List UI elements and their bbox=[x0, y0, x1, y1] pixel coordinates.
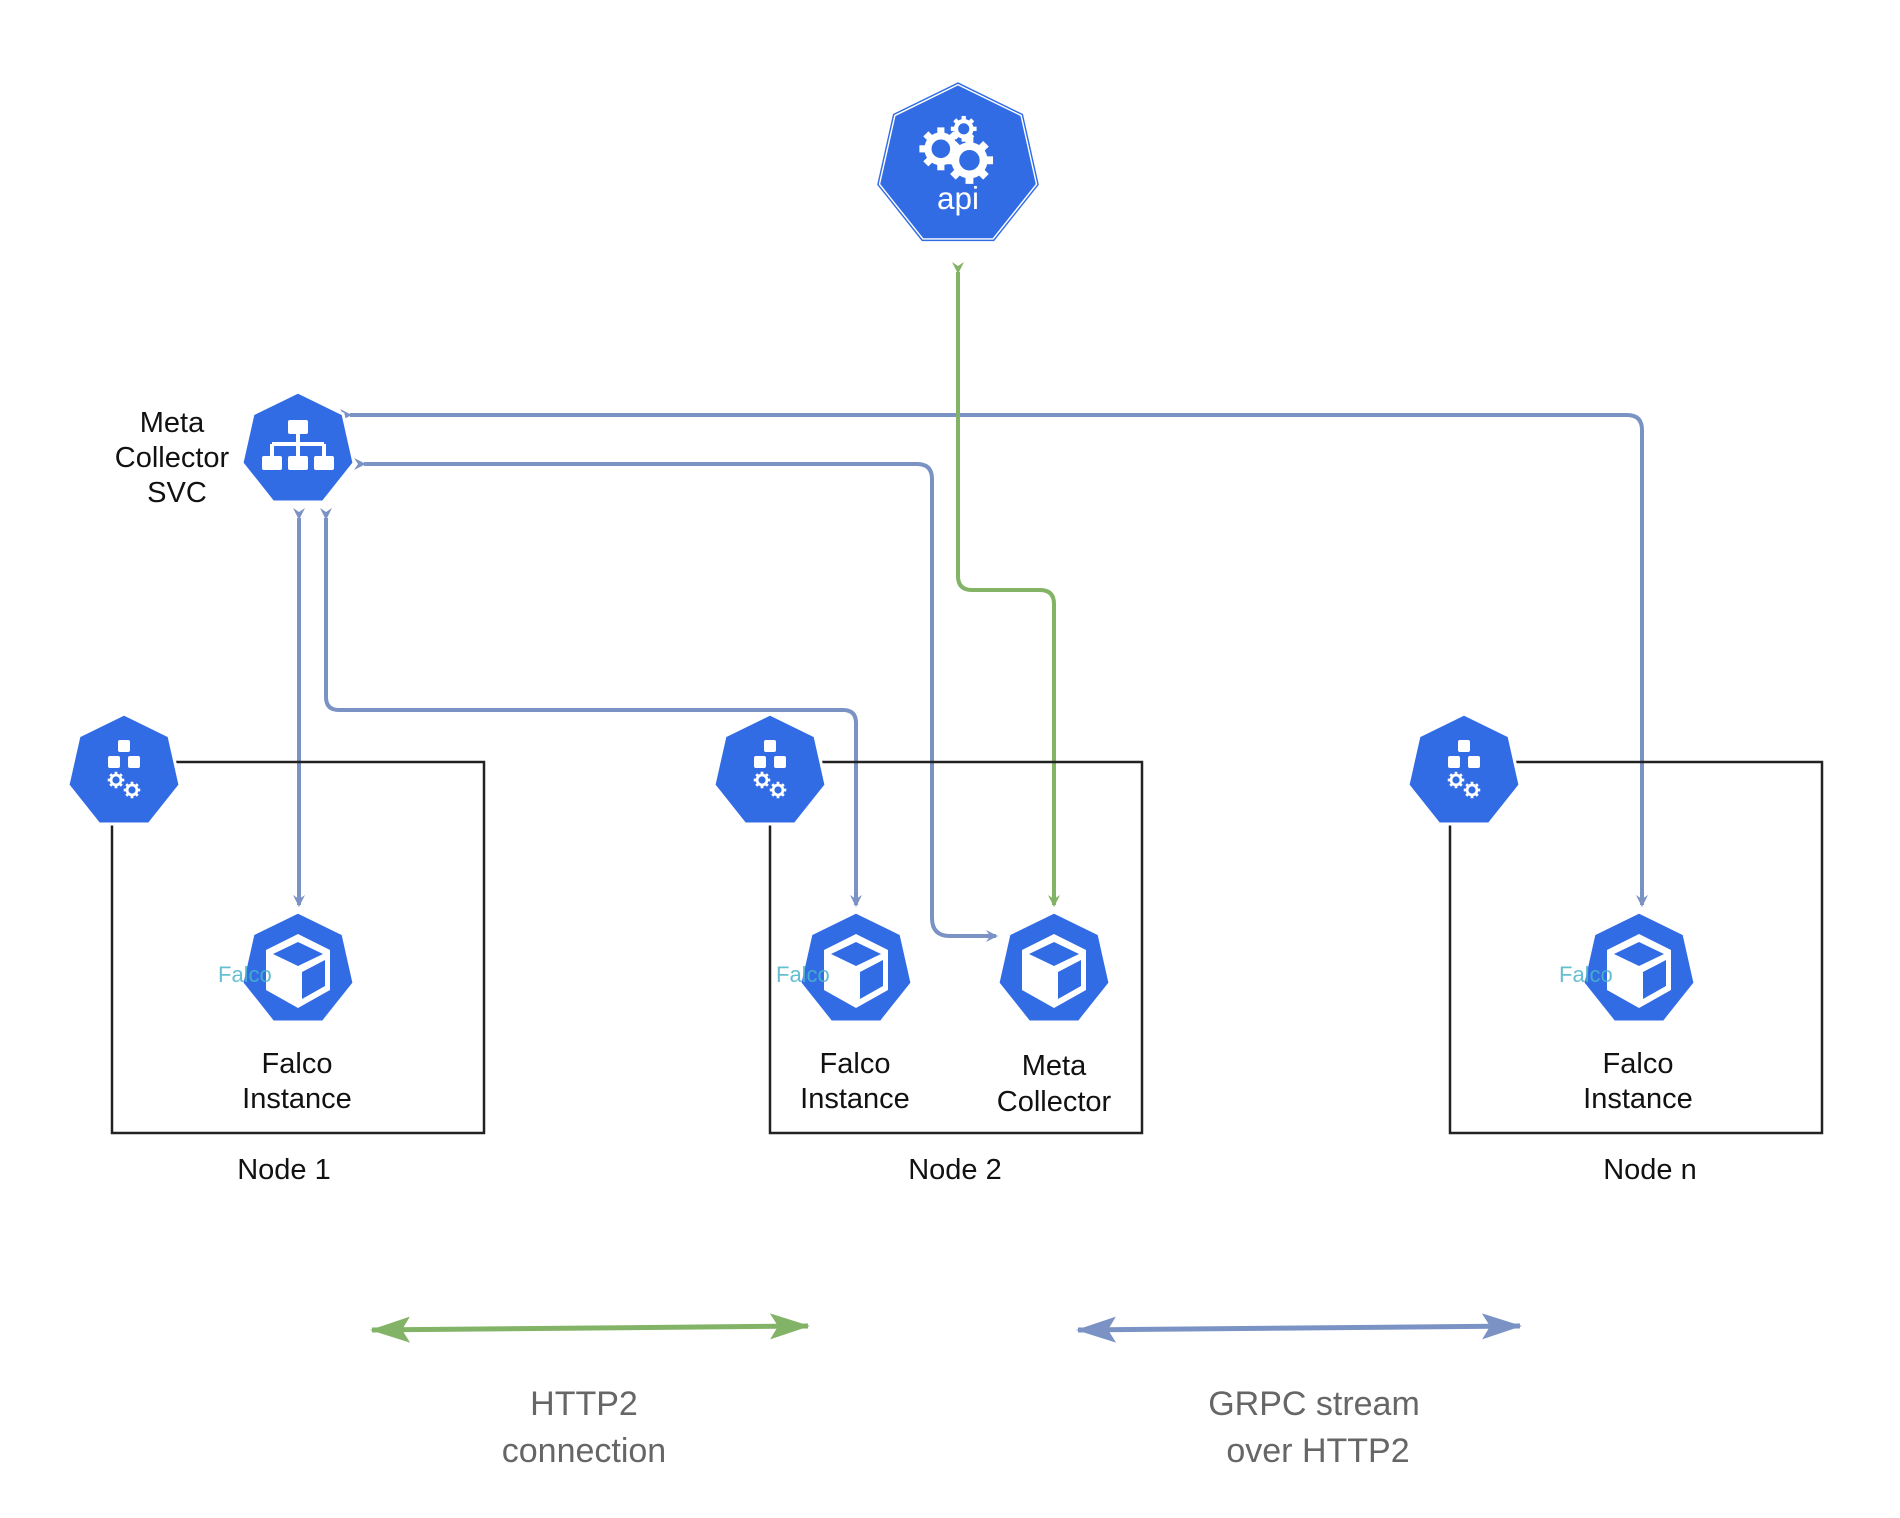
instance-label-line1: Falco bbox=[262, 1048, 333, 1080]
falco-instance: Falco Falco Instance bbox=[1559, 910, 1697, 1115]
grpc-link-node2-falco bbox=[320, 508, 862, 907]
instance-label-line1: Falco bbox=[1603, 1048, 1674, 1080]
legend-grpc-line1: GRPC stream bbox=[1208, 1385, 1420, 1423]
legend-http2-line1: HTTP2 bbox=[530, 1385, 638, 1423]
falco-badge: Falco bbox=[218, 962, 272, 987]
node-icon bbox=[66, 712, 182, 826]
legend: HTTP2 connection GRPC stream over HTTP2 bbox=[370, 1313, 1522, 1470]
grpc-link-noden bbox=[340, 409, 1648, 907]
node-label: Node n bbox=[1603, 1154, 1697, 1186]
meta-collector-svc: Meta Collector SVC bbox=[115, 390, 356, 509]
node-box bbox=[110, 760, 486, 1135]
instance-label-line1: Falco bbox=[820, 1048, 891, 1080]
svc-label-line1: Meta bbox=[140, 407, 205, 439]
node-icon bbox=[712, 712, 828, 826]
legend-http2-arrow bbox=[370, 1313, 810, 1343]
connectors bbox=[293, 262, 1648, 942]
instance-label-line2: Instance bbox=[242, 1083, 352, 1115]
node-icon bbox=[1406, 712, 1522, 826]
http2-link-api bbox=[952, 262, 1060, 907]
node-2: Falco Falco Instance Meta Collector Node… bbox=[712, 712, 1144, 1186]
node-box bbox=[1448, 760, 1824, 1135]
node-n: Falco Falco Instance Node n bbox=[1406, 712, 1824, 1186]
service-icon bbox=[262, 420, 334, 470]
node-box bbox=[768, 760, 1144, 1135]
api-label: api bbox=[937, 181, 979, 216]
legend-grpc: GRPC stream over HTTP2 bbox=[1076, 1313, 1522, 1470]
meta-collector: Meta Collector bbox=[996, 910, 1112, 1118]
node-label: Node 2 bbox=[908, 1154, 1002, 1186]
collector-label-line2: Collector bbox=[997, 1086, 1112, 1118]
legend-grpc-line2: over HTTP2 bbox=[1226, 1432, 1409, 1470]
instance-label-line2: Instance bbox=[1583, 1083, 1693, 1115]
instance-label-line2: Instance bbox=[800, 1083, 910, 1115]
falco-badge: Falco bbox=[776, 962, 830, 987]
node-1: Falco Falco Instance Node 1 bbox=[66, 712, 486, 1186]
collector-label-line1: Meta bbox=[1022, 1050, 1087, 1082]
svc-label-line2: Collector bbox=[115, 442, 230, 474]
svc-label-line3: SVC bbox=[147, 477, 207, 509]
legend-http2: HTTP2 connection bbox=[370, 1313, 810, 1470]
falco-badge: Falco bbox=[1559, 962, 1613, 987]
legend-http2-line2: connection bbox=[502, 1432, 666, 1470]
grpc-link-node2-collector bbox=[354, 458, 998, 942]
legend-grpc-arrow bbox=[1076, 1313, 1522, 1343]
falco-instance: Falco Falco Instance bbox=[218, 910, 356, 1115]
falco-instance: Falco Falco Instance bbox=[776, 910, 914, 1115]
api-server: api bbox=[878, 83, 1038, 240]
node-label: Node 1 bbox=[237, 1154, 331, 1186]
